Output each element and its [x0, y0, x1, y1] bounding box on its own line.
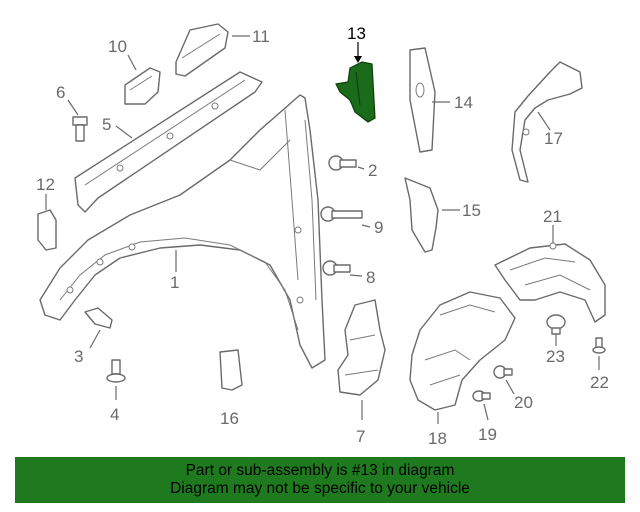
- callout-20[interactable]: 20: [514, 393, 533, 412]
- callout-17[interactable]: 17: [544, 129, 563, 148]
- leader-17: [537, 111, 551, 131]
- leader-2: [357, 166, 365, 170]
- leader-10: [127, 54, 137, 71]
- part-bracket-17[interactable]: [511, 61, 583, 183]
- leader-20: [505, 379, 515, 395]
- part-push-pin-22[interactable]: [592, 337, 606, 354]
- callout-6[interactable]: 6: [56, 83, 65, 102]
- leader-5: [115, 125, 133, 139]
- callout-5[interactable]: 5: [102, 115, 111, 134]
- part-bracket-11[interactable]: [175, 23, 229, 77]
- callout-16[interactable]: 16: [220, 409, 239, 428]
- callout-9[interactable]: 9: [374, 218, 383, 237]
- callout-19[interactable]: 19: [478, 425, 497, 444]
- parts-diagram: 1 5 6 10 11 12 3 4: [36, 23, 609, 448]
- part-pad-16[interactable]: [219, 349, 243, 391]
- callout-1[interactable]: 1: [170, 273, 179, 292]
- part-bolt-2[interactable]: [328, 155, 357, 171]
- part-bracket-10[interactable]: [124, 67, 161, 105]
- part-wheel-liner-18[interactable]: [409, 291, 516, 411]
- callout-22[interactable]: 22: [590, 373, 609, 392]
- part-push-pin-4[interactable]: [106, 359, 126, 383]
- part-upper-rail[interactable]: [74, 71, 263, 213]
- part-fender[interactable]: [39, 94, 326, 369]
- callout-8[interactable]: 8: [366, 268, 375, 287]
- callout-13[interactable]: 13: [347, 24, 366, 43]
- part-bracket-13-highlighted[interactable]: [335, 61, 376, 123]
- callout-4[interactable]: 4: [110, 405, 119, 424]
- callout-15[interactable]: 15: [462, 201, 481, 220]
- part-bracket-7[interactable]: [337, 299, 386, 396]
- part-bracket-3[interactable]: [84, 307, 113, 329]
- callout-2[interactable]: 2: [368, 161, 377, 180]
- part-strip-14[interactable]: [409, 47, 436, 153]
- callout-18[interactable]: 18: [428, 429, 447, 448]
- callout-21[interactable]: 21: [543, 207, 562, 226]
- part-bolt-9[interactable]: [320, 206, 363, 222]
- part-bolt-6[interactable]: [72, 116, 88, 142]
- callout-14[interactable]: 14: [454, 93, 473, 112]
- callout-3[interactable]: 3: [74, 347, 83, 366]
- callout-11[interactable]: 11: [252, 27, 270, 46]
- banner-line-1: Part or sub-assembly is #13 in diagram: [185, 462, 455, 479]
- part-bracket-12[interactable]: [37, 209, 57, 251]
- leader-9: [361, 224, 371, 228]
- part-clip-23[interactable]: [546, 314, 566, 335]
- part-clip-19[interactable]: [472, 390, 491, 402]
- part-liner-21[interactable]: [494, 242, 606, 323]
- leader-19: [483, 403, 489, 421]
- part-bolt-8[interactable]: [322, 260, 351, 276]
- leader-3: [89, 329, 101, 349]
- leader-8: [349, 274, 363, 277]
- callout-23[interactable]: 23: [546, 347, 565, 366]
- callout-7[interactable]: 7: [356, 427, 365, 446]
- banner-line-2: Diagram may not be specific to your vehi…: [170, 480, 470, 497]
- part-clip-20[interactable]: [493, 365, 513, 379]
- info-banner: Part or sub-assembly is #13 in diagram D…: [15, 457, 625, 503]
- leader-13-arrowhead: [354, 56, 362, 63]
- part-bracket-15[interactable]: [404, 177, 439, 253]
- leader-6: [67, 99, 79, 116]
- callout-12[interactable]: 12: [36, 175, 55, 194]
- callout-10[interactable]: 10: [108, 37, 127, 56]
